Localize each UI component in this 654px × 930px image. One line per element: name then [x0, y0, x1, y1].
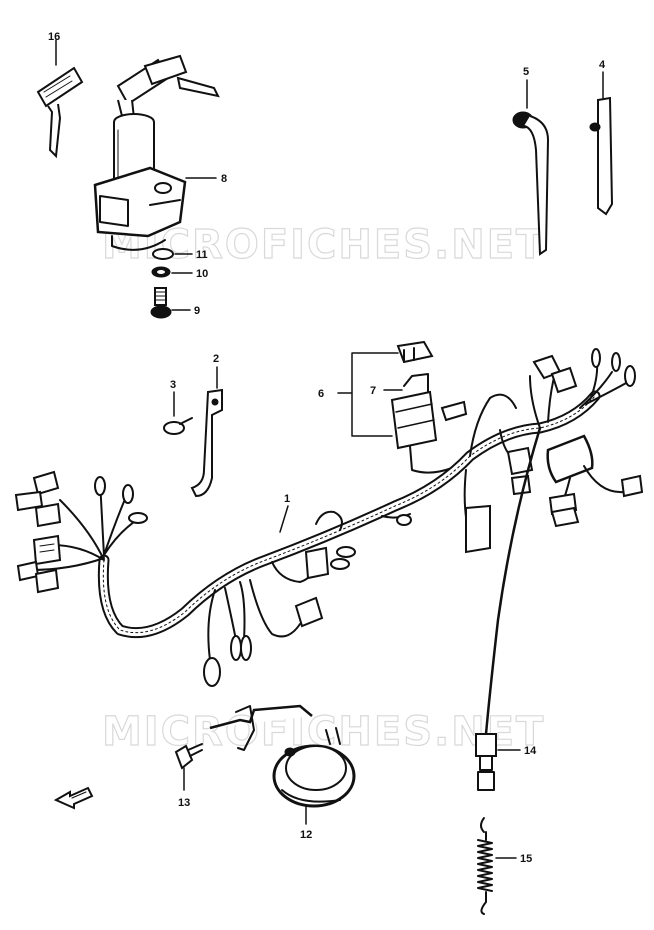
callout-10: 10 — [196, 268, 208, 280]
key-part — [36, 39, 84, 159]
horn-12 — [209, 704, 356, 825]
callout-6: 6 — [318, 388, 324, 400]
spring-15 — [477, 817, 517, 915]
callout-1: 1 — [284, 493, 290, 505]
washer-11 — [152, 248, 193, 260]
front-direction-arrow-icon — [53, 786, 94, 810]
screw-3 — [163, 391, 193, 435]
ignition-switch-part — [93, 54, 220, 251]
bracket-2 — [190, 366, 223, 498]
callout-3: 3 — [170, 379, 176, 391]
washer-10 — [151, 266, 193, 278]
watermark-top: MICROFICHES.NET — [102, 222, 545, 268]
callout-4: 4 — [599, 59, 606, 71]
callout-13: 13 — [178, 797, 190, 809]
callout-16: 16 — [48, 31, 60, 43]
bolt-9 — [150, 287, 191, 319]
clamp-5 — [512, 79, 550, 256]
callout-8: 8 — [221, 173, 227, 185]
callout-5: 5 — [523, 66, 529, 78]
bolt-13 — [174, 743, 203, 791]
callout-11: 11 — [196, 249, 208, 261]
callout-15: 15 — [520, 853, 532, 865]
callout-12: 12 — [300, 829, 312, 841]
callout-9: 9 — [194, 305, 200, 317]
callout-14: 14 — [524, 745, 537, 757]
relay-6-7 — [337, 340, 453, 474]
wiring-harness-1 — [14, 348, 644, 791]
clamp-4 — [589, 71, 614, 216]
callout-2: 2 — [213, 353, 219, 365]
callout-7: 7 — [370, 385, 376, 397]
